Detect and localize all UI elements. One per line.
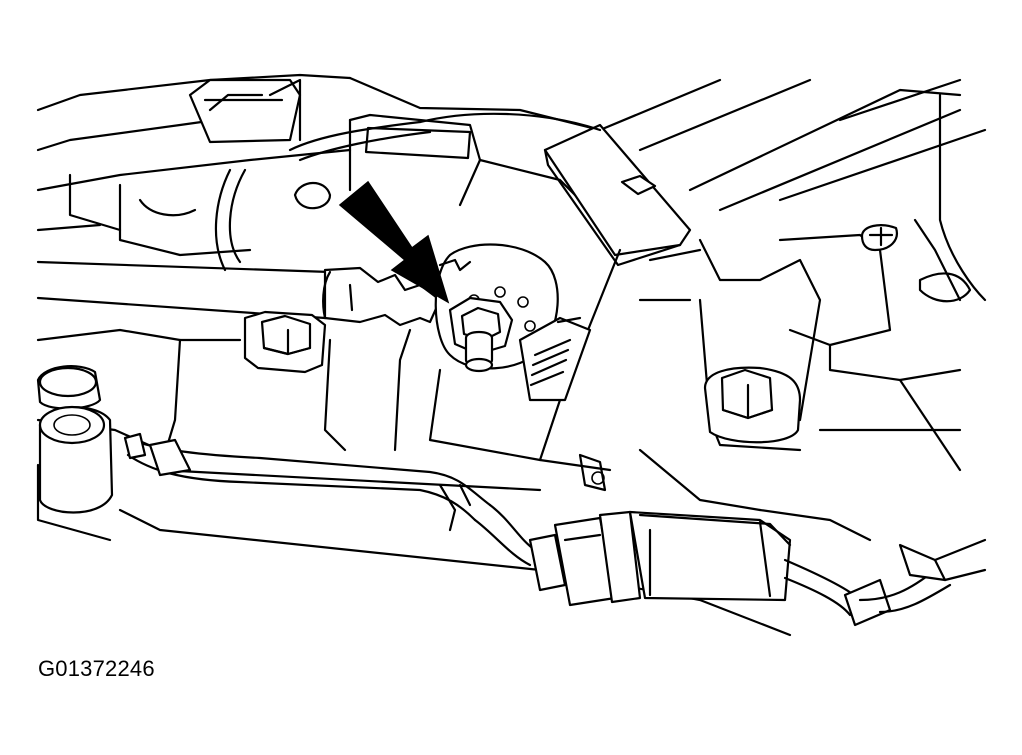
upper-left-bracket xyxy=(36,73,352,257)
figure-id-caption: G01372246 xyxy=(38,656,155,681)
right-hex-bolt xyxy=(703,366,802,444)
right-side-parts xyxy=(778,93,987,472)
left-cylinders xyxy=(36,365,114,514)
callout-arrow xyxy=(338,180,450,304)
left-hex-bolt xyxy=(243,310,327,374)
wiring-harness xyxy=(123,112,602,567)
sensor-nut-assembly xyxy=(434,243,559,373)
angled-bracket xyxy=(543,123,692,267)
ribbed-block xyxy=(518,316,592,402)
horizontal-rod xyxy=(36,260,442,327)
electrical-connector xyxy=(528,453,987,627)
